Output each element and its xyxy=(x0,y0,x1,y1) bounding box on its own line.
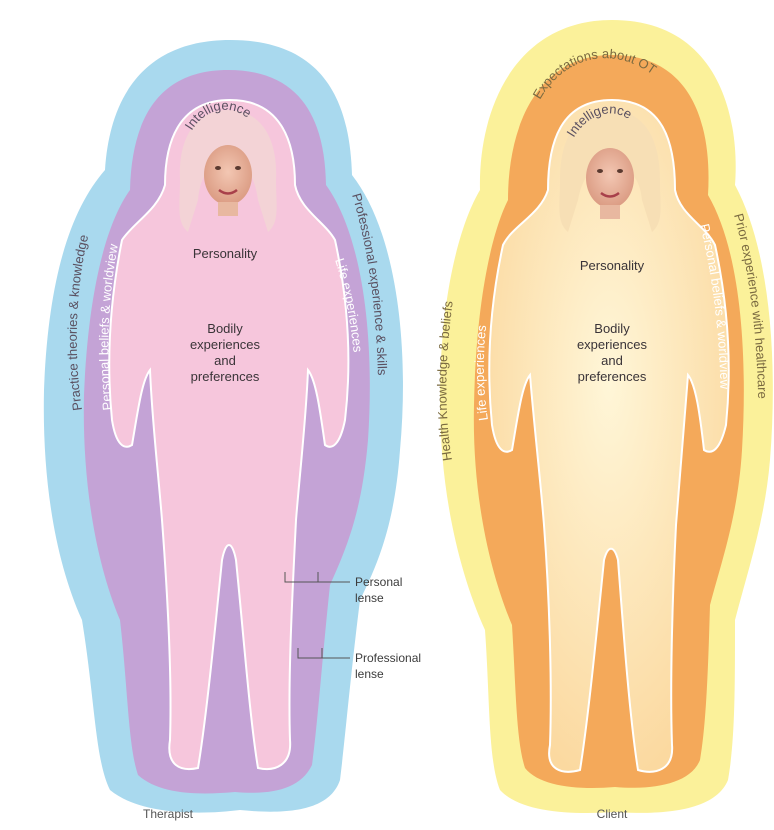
therapist-figure xyxy=(44,40,403,813)
therapist-bodily-line-2: experiences xyxy=(190,337,261,352)
professional-lense-line-1: Professional xyxy=(355,651,421,665)
therapist-personality-label: Personality xyxy=(193,246,258,261)
client-caption: Client xyxy=(597,807,628,821)
client-bodily-line-4: preferences xyxy=(578,369,647,384)
therapist-bodily-line-1: Bodily xyxy=(207,321,243,336)
client-eye-right xyxy=(617,169,623,173)
personal-lense-line-2: lense xyxy=(355,591,384,605)
therapist-eye-right xyxy=(235,166,241,170)
client-neck xyxy=(600,205,620,219)
client-personality-label: Personality xyxy=(580,258,645,273)
client-bodily-line-2: experiences xyxy=(577,337,648,352)
therapist-bodily-line-4: preferences xyxy=(191,369,260,384)
personal-lense-line-1: Personal xyxy=(355,575,402,589)
client-bodily-line-1: Bodily xyxy=(594,321,630,336)
therapist-caption: Therapist xyxy=(143,807,194,821)
therapist-face xyxy=(204,145,252,205)
client-face xyxy=(586,148,634,208)
therapist-bodily-line-3: and xyxy=(214,353,236,368)
therapist-neck xyxy=(218,202,238,216)
therapist-eye-left xyxy=(215,166,221,170)
professional-lense-line-2: lense xyxy=(355,667,384,681)
client-eye-left xyxy=(597,169,603,173)
client-bodily-line-3: and xyxy=(601,353,623,368)
